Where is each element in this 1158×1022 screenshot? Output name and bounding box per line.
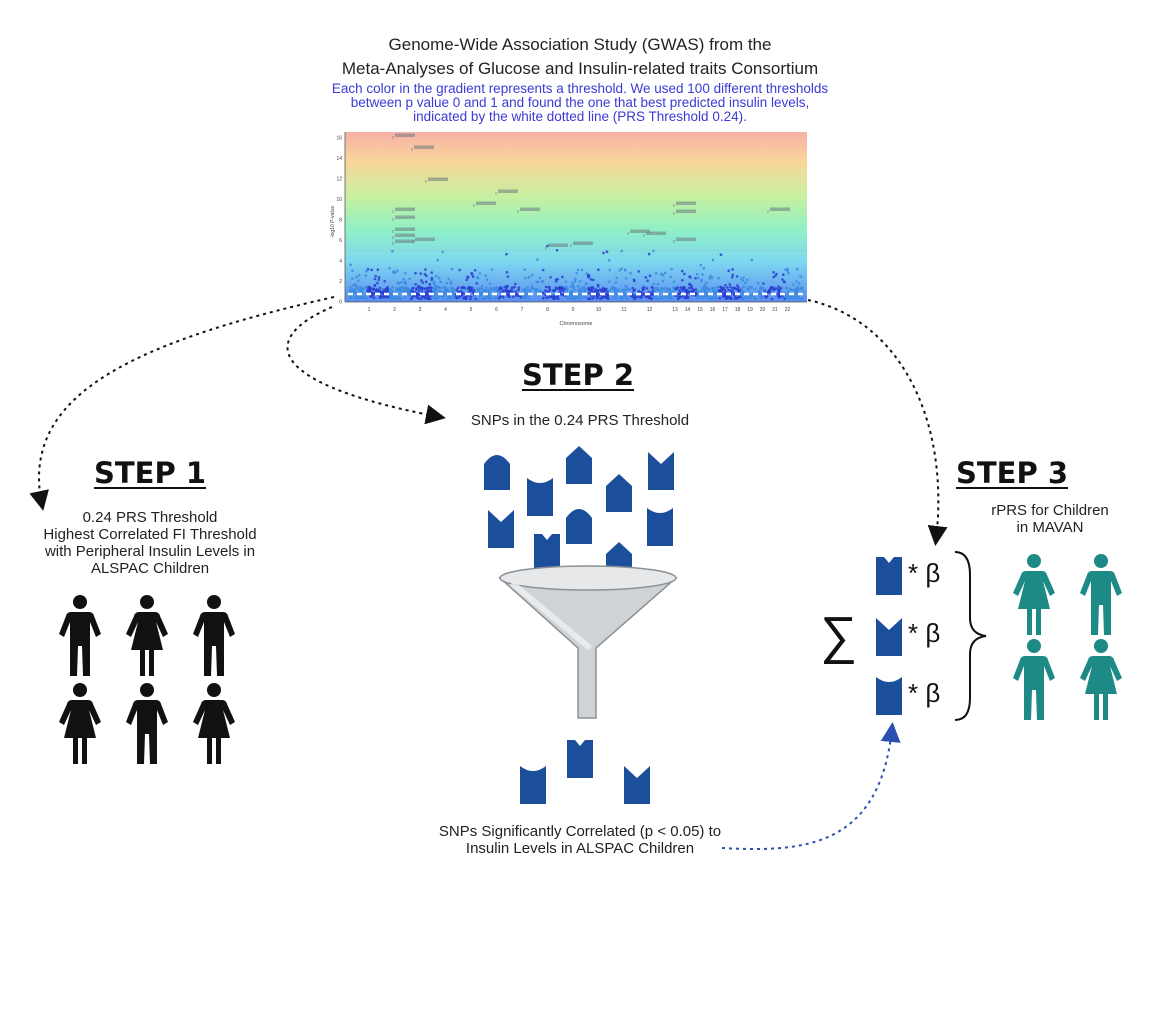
child-icon [126,595,168,676]
beta-weight-2: * β [908,618,940,648]
step3-heading: STEP 3 [955,456,1068,490]
sum-brace [954,551,987,721]
step1-caption-line-1: 0.24 PRS Threshold [82,509,218,526]
step3-caption-line-1: rPRS for Children [991,502,1109,519]
child-icon [1080,554,1122,635]
alspac-children-icons [59,595,235,764]
plot-x-tick-label: 6 [495,307,498,313]
plot-y-tick-label: 2 [339,279,342,285]
plot-x-tick-label: 19 [747,307,753,313]
child-icon [59,595,101,676]
plot-x-tick-label: 20 [760,307,766,313]
gradient-note-line-3: indicated by the white dotted line (PRS … [413,109,747,124]
step1-caption-line-2: Highest Correlated FI Threshold [43,526,257,543]
snp-points [347,244,805,301]
gradient-note-line-1: Each color in the gradient represents a … [331,81,829,96]
plot-y-axis-label: -log10 P-value [330,206,336,238]
child-icon [1013,554,1055,635]
plot-x-tick-label: 12 [647,307,653,313]
child-icon [193,683,235,764]
plot-x-tick-label: 15 [697,307,703,313]
filter-funnel [498,565,678,719]
snp-icon [566,446,592,484]
plot-y-tick-label: 8 [339,218,342,224]
snp-icon [876,557,902,595]
plot-x-tick-label: 21 [772,307,778,313]
plot-x-tick-label: 9 [572,307,575,313]
beta-weight-1: * β [908,558,940,588]
step1-caption-line-3: with Peripheral Insulin Levels in [44,543,256,560]
plot-x-tick-label: 22 [785,307,791,313]
snp-icon [488,510,514,548]
snp-icon [876,618,902,656]
figure-title-line-1: Genome-Wide Association Study (GWAS) fro… [388,35,772,54]
child-icon [59,683,101,764]
plot-y-tick-label: 0 [339,300,342,306]
plot-x-tick-label: 3 [419,307,422,313]
plot-x-tick-label: 4 [444,307,447,313]
plot-y-tick-label: 14 [336,156,342,162]
snp-icon [484,455,510,490]
child-icon [126,683,168,764]
filtered-snps [520,740,650,804]
plot-y-tick-label: 4 [339,259,342,265]
snp-icon [624,766,650,804]
snp-icon [647,508,673,546]
plot-x-tick-label: 1 [368,307,371,313]
step1-heading: STEP 1 [93,456,206,490]
step2-heading: STEP 2 [521,358,634,392]
snp-icon [648,452,674,490]
plot-y-tick-label: 6 [339,238,342,244]
arrow-significant-snps-to-step3 [721,722,901,850]
step1-caption-line-4: ALSPAC Children [90,560,210,577]
gradient-note-line-2: between p value 0 and 1 and found the on… [350,95,810,110]
mavan-children-icons [1013,554,1122,720]
plot-x-tick-label: 8 [546,307,549,313]
plot-x-tick-label: 11 [621,307,626,313]
plot-x-tick-label: 7 [521,307,524,313]
snp-annotation-labels [392,133,790,249]
arrow-plot-to-step3 [807,299,948,546]
plot-y-tick-label: 16 [336,136,342,142]
rprs-formula: ∑ * β * β * β [820,551,987,721]
snp-icon [520,766,546,804]
plot-x-tick-label: 10 [596,307,602,313]
snp-icon [876,677,902,715]
child-icon [1080,639,1122,720]
snp-icon [606,474,632,512]
step3-caption-line-2: in MAVAN [1016,519,1084,536]
plot-x-tick-label: 16 [710,307,716,313]
plot-x-tick-label: 14 [685,307,691,313]
arrow-plot-to-step2 [286,306,446,425]
step2-bottom-caption-line-2: Insulin Levels in ALSPAC Children [465,840,695,857]
snp-icon [567,740,593,778]
snp-icon [566,509,592,544]
plot-y-tick-label: 12 [336,177,342,183]
plot-x-tick-label: 18 [735,307,741,313]
plot-y-ticks: 0 2 4 6 8 10 12 14 16 [336,136,342,306]
plot-x-axis-label: Chromosome [559,321,592,327]
sum-symbol: ∑ [820,607,857,665]
arrow-plot-to-step1 [29,296,335,511]
snp-icon [527,478,553,516]
figure-title-line-2: Meta-Analyses of Glucose and Insulin-rel… [341,59,819,78]
snp-cloud [484,446,674,580]
child-icon [193,595,235,676]
plot-x-tick-label: 13 [672,307,678,313]
plot-x-tick-label: 5 [470,307,473,313]
beta-weight-3: * β [908,678,940,708]
plot-x-tick-label: 2 [393,307,396,313]
step2-bottom-caption-line-1: SNPs Significantly Correlated (p < 0.05)… [438,823,722,840]
step2-top-caption: SNPs in the 0.24 PRS Threshold [470,412,690,429]
child-icon [1013,639,1055,720]
plot-y-tick-label: 10 [336,197,342,203]
plot-x-tick-label: 17 [722,307,728,313]
